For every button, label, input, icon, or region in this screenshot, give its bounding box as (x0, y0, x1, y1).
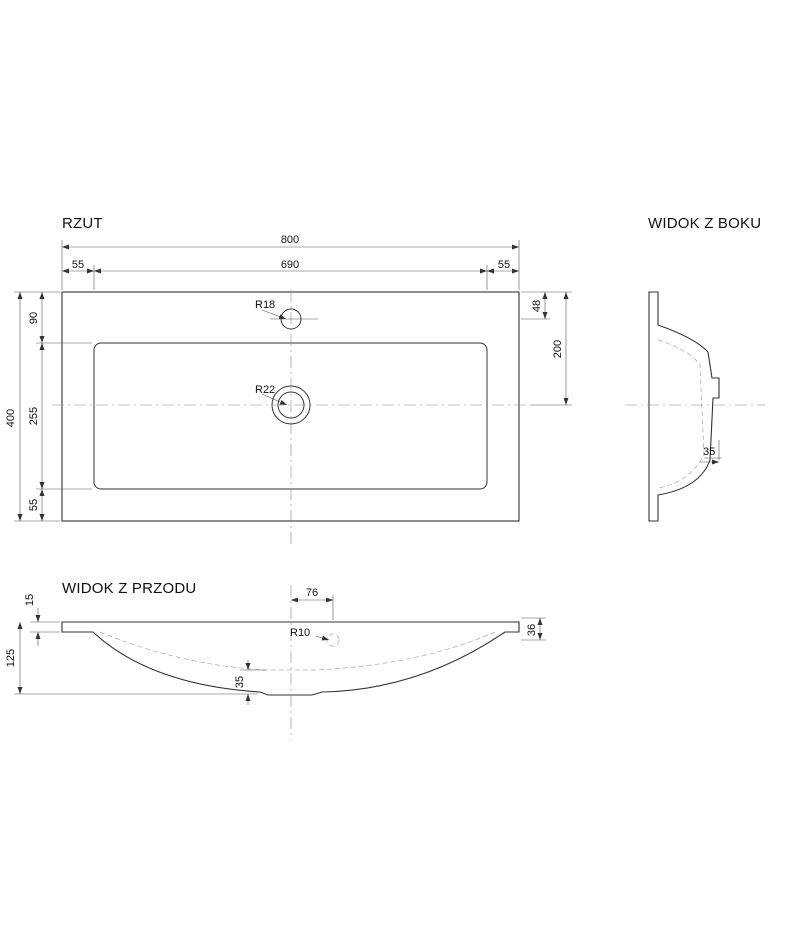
dim-bottom-margin: 55 (28, 499, 40, 511)
dim-tap-hole-radius: R18 (255, 299, 275, 311)
basin-outline (61, 291, 520, 522)
side-inner-profile (657, 339, 705, 489)
dim-top-margin: 90 (28, 312, 40, 324)
bowl-outline (93, 342, 488, 490)
dim-overall-height: 125 (5, 649, 17, 667)
dim-overall-depth: 400 (5, 409, 17, 427)
dim-tap-offset: 48 (531, 300, 543, 312)
side-view: 35 (625, 291, 765, 522)
dim-outlet-size: 35 (703, 446, 715, 458)
dim-drain-height: 35 (234, 676, 246, 688)
dim-drain-radius: R22 (255, 384, 275, 396)
dim-edge-height: 36 (526, 624, 538, 636)
front-view: 15 125 76 R10 36 35 (5, 585, 546, 740)
dim-rim-thickness: 15 (24, 594, 36, 606)
dim-inner-width: 690 (281, 259, 299, 271)
side-profile (648, 291, 720, 522)
plan-view-title: RZUT (62, 215, 103, 232)
dim-overflow-radius: R10 (290, 627, 310, 639)
front-inner-profile (99, 631, 496, 671)
side-view-title: WIDOK Z BOKU (648, 215, 762, 232)
dim-right-margin: 55 (498, 259, 510, 271)
front-profile (61, 621, 520, 696)
dim-overflow-offset: 76 (306, 587, 318, 599)
dim-drain-offset: 200 (552, 340, 564, 358)
plan-view: 800 55 690 55 400 90 255 55 48 200 (5, 234, 572, 545)
dim-overall-width: 800 (281, 234, 299, 246)
dim-inner-depth: 255 (28, 407, 40, 425)
front-view-title: WIDOK Z PRZODU (62, 580, 197, 597)
dim-left-margin: 55 (72, 259, 84, 271)
